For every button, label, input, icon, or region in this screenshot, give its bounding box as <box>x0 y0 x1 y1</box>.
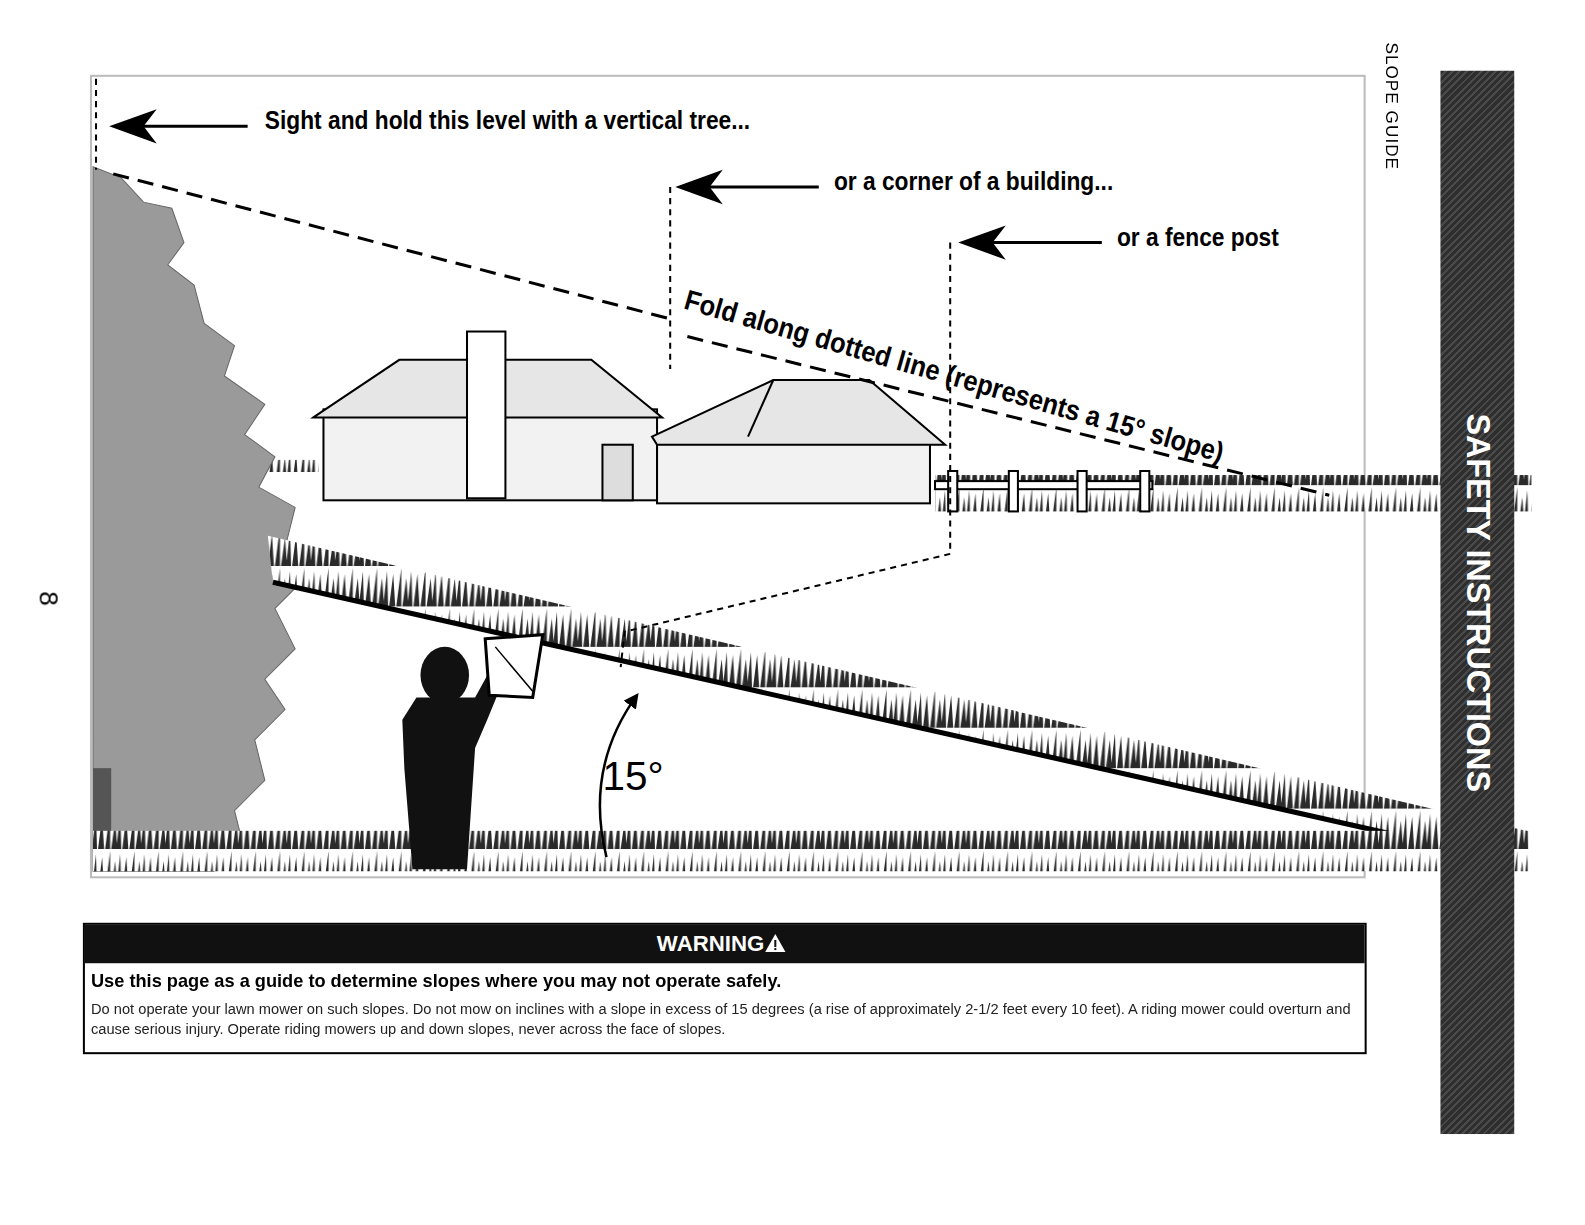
slope-card <box>485 635 543 698</box>
fold-line <box>113 174 1329 495</box>
ground-grass <box>93 831 1528 871</box>
page-number: 8 <box>34 591 63 606</box>
warning-icon <box>764 933 786 953</box>
fold-label: Fold along dotted line (represents a 15°… <box>681 285 1227 469</box>
instruction-label: or a corner of a building... <box>834 168 1113 196</box>
warning-body: Do not operate your lawn mower on such s… <box>85 995 1365 1044</box>
fence <box>935 471 1152 511</box>
side-band: SAFETY INSTRUCTIONS <box>1440 71 1514 1134</box>
warning-dot <box>774 948 776 950</box>
warning-heading: WARNING <box>85 925 1365 963</box>
warning-triangle <box>765 934 785 952</box>
instruction-label: Sight and hold this level with a vertica… <box>265 107 750 135</box>
card-fold <box>495 647 532 691</box>
section-title: SAFETY INSTRUCTIONS <box>1459 413 1496 792</box>
instruction-label: or a fence post <box>1117 223 1279 251</box>
section-tab-label: SLOPE GUIDE <box>1381 42 1400 170</box>
sight-lines <box>96 79 950 667</box>
warning-box: WARNING Use this page as a guide to deter… <box>83 923 1367 1054</box>
warning-lead: Use this page as a guide to determine sl… <box>85 969 1365 994</box>
angle-label: 15° <box>602 754 663 798</box>
warning-mark <box>774 940 776 947</box>
tree <box>93 167 305 871</box>
